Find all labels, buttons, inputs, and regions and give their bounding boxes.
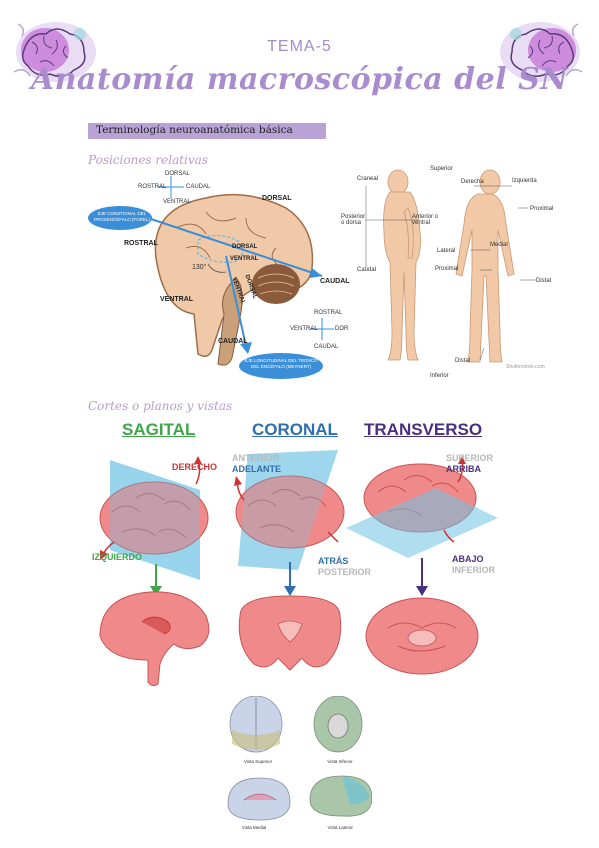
label-inferior: INFERIOR — [452, 565, 496, 575]
caudal-bottom-label: CAUDAL — [218, 338, 248, 345]
compass-rostral-label: ROSTRAL — [138, 184, 167, 190]
body-watermark: Shutterstock.com — [506, 364, 545, 370]
plane-title-transverso: TRANSVERSO — [364, 420, 483, 439]
view-superior-label: Vista Superior — [243, 759, 273, 764]
section-title-positions: Posiciones relativas — [88, 153, 208, 167]
dorsal-label: DORSAL — [262, 195, 292, 202]
view-inferior-label: Vista Inferior — [327, 759, 353, 764]
body-position-diagram — [365, 169, 536, 363]
body-medial-label: Medial — [490, 242, 508, 248]
brain-decoration-right — [500, 22, 583, 82]
compass2-caudal-label: CAUDAL — [314, 344, 339, 350]
label-atras: ATRÁS — [318, 556, 349, 566]
compass2-dor-label: DOR — [335, 326, 349, 332]
label-arriba: ARRIBA — [446, 464, 481, 474]
label-anterior: ANTERIOR — [232, 453, 279, 463]
section-title-planes: Cortes o planos y vistas — [88, 399, 233, 413]
label-abajo: ABAJO — [452, 554, 484, 564]
brain-decoration-left — [13, 22, 96, 82]
body-inferior-label: Inferior — [430, 373, 449, 379]
body-posterior-line2: o dorsa — [341, 220, 362, 226]
ventral-label: VENTRAL — [160, 296, 194, 303]
compass-ventral-label: VENTRAL — [163, 199, 191, 205]
body-superior-label: Superior — [430, 166, 453, 172]
axis-meynert-label: EJE LONGITUDINAL DEL TRONCO DEL ENCÉFALO… — [240, 358, 322, 370]
label-adelante: ADELANTE — [232, 464, 281, 474]
body-craneal-label: Craneal — [357, 176, 379, 182]
label-izquierdo: IZQUIERDO — [92, 552, 143, 562]
compass2-rostral-label: ROSTRAL — [314, 310, 343, 316]
view-medial-label: Vista Medial — [241, 825, 267, 830]
body-derecha-label: Derecha — [461, 179, 484, 185]
body-anterior-label: Anterior o ventral — [412, 214, 438, 226]
compass-caudal-label: CAUDAL — [186, 184, 211, 190]
label-posterior: POSTERIOR — [318, 567, 372, 577]
body-posterior-label: Posterior o dorsa — [341, 214, 365, 226]
body-caudal-label: Caudal — [357, 267, 377, 273]
angle-label: 130° — [192, 264, 207, 271]
plane-title-sagital: SAGITAL — [122, 420, 196, 439]
body-proximal-left-label: Proximal — [435, 266, 459, 272]
body-anterior-line1: Anterior o — [412, 214, 439, 220]
section-banner: Terminología neuroanatómica básica — [88, 123, 326, 139]
body-anterior-line2: ventral — [412, 220, 431, 226]
body-posterior-line1: Posterior — [341, 214, 366, 220]
ventral-inner-label: VENTRAL — [230, 256, 259, 262]
compass-dorsal-label: DORSAL — [165, 171, 190, 177]
axis-forel-line1: EJE CONSTIONAL DEL — [97, 211, 147, 216]
page-title: Anatomía macroscópica del SN — [30, 62, 569, 97]
caudal-right-label: CAUDAL — [320, 278, 350, 285]
label-superior: SUPERIOR — [446, 453, 494, 463]
axis-meynert-line2: DEL ENCÉFALO (MEYNERT) — [250, 364, 311, 369]
axis-forel-line2: PROSENCÉFALO (FOREL) — [93, 217, 150, 222]
brain-views-illustration — [227, 696, 372, 821]
label-derecho: DERECHO — [172, 462, 218, 472]
tema-label: TEMA-5 — [267, 38, 332, 55]
compass2-ventral-label: VENTRAL — [290, 326, 318, 332]
banner-text: Terminología neuroanatómica básica — [96, 124, 293, 136]
dorsal-inner-label: DORSAL — [232, 244, 258, 250]
body-proximal-right-label: Proximal — [530, 206, 554, 212]
view-lateral-label: Vista Lateral — [327, 825, 353, 830]
plane-title-coronal: CORONAL — [252, 420, 338, 439]
planes-illustration — [99, 450, 498, 686]
body-izquierda-label: Izquierda — [512, 178, 537, 184]
brain-position-diagram — [88, 176, 334, 379]
axis-forel-label: EJE CONSTIONAL DEL PROSENCÉFALO (FOREL) — [92, 211, 152, 223]
rostral-label: ROSTRAL — [124, 240, 158, 247]
body-distal-left-label: Distal — [455, 358, 471, 364]
axis-meynert-line1: EJE LONGITUDINAL DEL TRONCO — [244, 358, 318, 363]
body-distal-right-label: Distal — [536, 278, 552, 284]
body-lateral-label: Lateral — [437, 248, 456, 254]
